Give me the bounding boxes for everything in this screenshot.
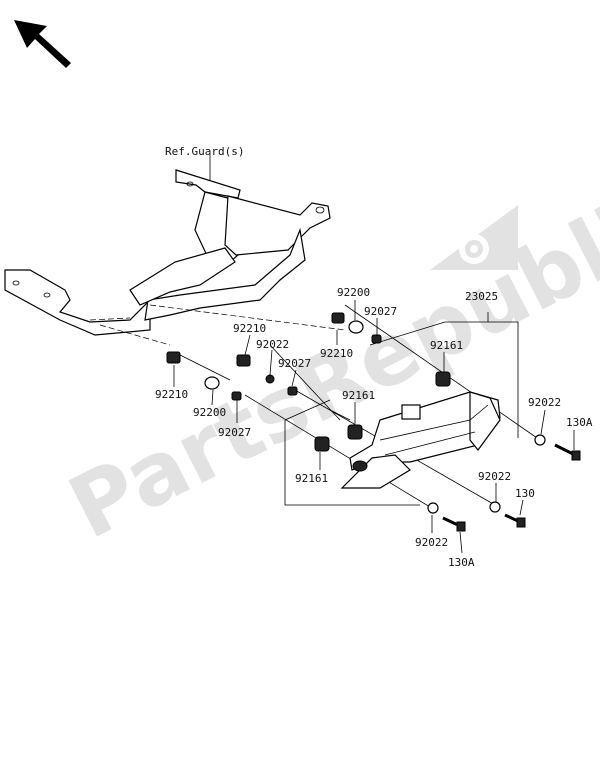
part-130A-label: 130A	[566, 416, 593, 429]
part-icons	[166, 312, 581, 532]
collar-icon	[371, 334, 382, 344]
grommet-icon	[204, 376, 220, 390]
leader-lines	[173, 300, 575, 554]
grommet-icon	[348, 320, 364, 334]
part-92022-label: 92022	[528, 396, 561, 409]
bushing-icon	[166, 351, 181, 364]
part-92161-label: 92161	[342, 389, 375, 402]
ref-guard-label: Ref.Guard(s)	[165, 145, 244, 158]
part-92210-label: 92210	[155, 388, 188, 401]
bolt-icon	[504, 513, 526, 528]
turn-signal-assembly	[340, 391, 501, 489]
assembly-23025-label: 23025	[465, 290, 498, 303]
part-92210-label: 92210	[233, 322, 266, 335]
bolt-icon	[554, 443, 581, 461]
part-92022-label: 92022	[415, 536, 448, 549]
guard-frame	[4, 169, 346, 346]
washer-icon	[427, 502, 439, 514]
part-92200-label: 92200	[337, 286, 370, 299]
part-92027-label: 92027	[278, 357, 311, 370]
part-130A-label: 130A	[448, 556, 475, 569]
part-130-label: 130	[515, 487, 535, 500]
part-92200-label: 92200	[193, 406, 226, 419]
collar-icon	[231, 391, 242, 401]
part-labels: Ref.Guard(s) 23025 92200 92027 92210 921…	[155, 145, 593, 569]
direction-arrow-icon	[14, 20, 71, 68]
bushing-icon	[236, 354, 251, 367]
part-92022-label: 92022	[478, 470, 511, 483]
part-92022-label: 92022	[256, 338, 289, 351]
damper-icon	[435, 371, 451, 387]
part-92210-label: 92210	[320, 347, 353, 360]
damper-icon	[314, 436, 330, 452]
bushing-icon	[331, 312, 345, 324]
bolt-icon	[442, 516, 466, 532]
washer-icon	[534, 434, 546, 446]
washer-icon	[265, 374, 275, 384]
washer-icon	[489, 501, 501, 513]
assembly-bracket	[284, 312, 519, 506]
collar-icon	[287, 386, 298, 396]
part-92161-label: 92161	[295, 472, 328, 485]
part-92027-label: 92027	[218, 426, 251, 439]
damper-icon	[347, 424, 363, 440]
part-92161-label: 92161	[430, 339, 463, 352]
part-92027-label: 92027	[364, 305, 397, 318]
gear-icon	[430, 205, 518, 270]
